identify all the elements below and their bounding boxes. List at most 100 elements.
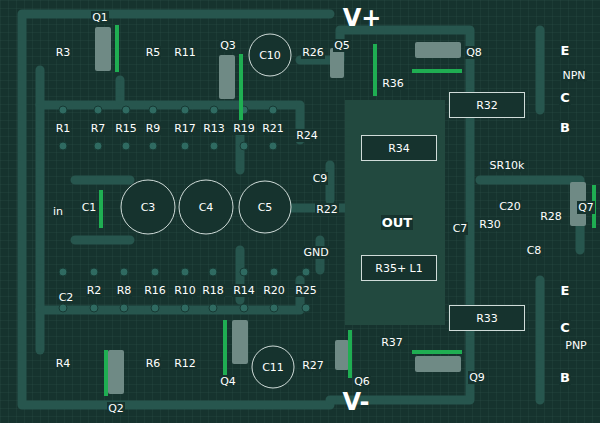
- part-name: R35+ L1: [374, 262, 423, 275]
- pcb-label: R14: [232, 284, 256, 297]
- pcb-label: R2: [86, 284, 103, 297]
- part-name: C3: [140, 201, 157, 214]
- transistor-bodies: [95, 27, 586, 394]
- pcb-label: V-: [342, 389, 371, 415]
- pcb-label: R15: [114, 122, 138, 135]
- pcb-label: R20: [262, 284, 286, 297]
- pcb-label: R12: [173, 357, 197, 370]
- pcb-label: R13: [202, 122, 226, 135]
- resistor-rect: [362, 256, 437, 281]
- pcb-label: C8: [526, 244, 543, 257]
- resistor-outline: R33: [449, 305, 525, 331]
- silkscreen-bars: [101, 25, 594, 396]
- trace: [120, 80, 240, 300]
- capacitor-outline: C10: [248, 33, 292, 77]
- trace: [22, 14, 330, 405]
- pcb-label: C2: [58, 291, 75, 304]
- pcb-label: R19: [232, 122, 256, 135]
- pcb-label: R11: [173, 46, 197, 59]
- capacitor-circle: [249, 34, 291, 76]
- pcb-label: in: [52, 205, 64, 218]
- pcb-label: Q7: [577, 201, 595, 214]
- pcb-label: C: [559, 90, 571, 105]
- pcb-label: Q8: [465, 46, 483, 59]
- pcb-label: R25: [294, 284, 318, 297]
- resistor-rect: [450, 306, 525, 331]
- pcb-label: Q2: [107, 402, 125, 415]
- traces: [22, 14, 580, 405]
- pcb-label: B: [559, 120, 571, 135]
- pcb-label: GND: [302, 246, 329, 259]
- capacitor-circle: [179, 180, 233, 234]
- capacitor-circle: [239, 181, 291, 233]
- trace: [480, 180, 580, 250]
- pcb-label: R24: [295, 129, 319, 142]
- resistor-outline: R32: [449, 92, 525, 118]
- capacitor-outline: C3: [120, 179, 176, 235]
- pcb-label: R4: [55, 357, 72, 370]
- resistor-rect: [362, 136, 437, 161]
- pcb-label: PNP: [564, 339, 588, 352]
- pcb-label: E: [560, 43, 571, 58]
- pcb-label: E: [560, 283, 571, 298]
- pcb-label: R16: [143, 284, 167, 297]
- part-name: R34: [387, 142, 411, 155]
- part-name: R33: [475, 312, 499, 325]
- pcb-label: SR10k: [489, 159, 526, 172]
- pcb-label: R26: [301, 46, 325, 59]
- pcb-label: R22: [315, 203, 339, 216]
- pcb-label: NPN: [561, 69, 586, 82]
- pcb-label: C1: [81, 201, 98, 214]
- part-name: R32: [475, 99, 499, 112]
- pcb-label: Q5: [333, 39, 351, 52]
- trace: [36, 70, 45, 350]
- capacitor-circle: [121, 180, 175, 234]
- capacitor-outline: C11: [251, 345, 295, 389]
- part-name: C10: [258, 49, 282, 62]
- pcb-label: Q6: [353, 375, 371, 388]
- pcb-label: Q4: [219, 375, 237, 388]
- pcb-label: C7: [452, 222, 469, 235]
- pcb-label: R9: [145, 122, 162, 135]
- pcb-label: R8: [116, 284, 133, 297]
- pcb-label: R1: [55, 122, 72, 135]
- trace: [40, 105, 300, 140]
- resistor-outline: R35+ L1: [361, 255, 437, 281]
- pcb-label: R18: [201, 284, 225, 297]
- pcb-label: R3: [55, 46, 72, 59]
- pcb-label: R27: [301, 359, 325, 372]
- part-name: C11: [261, 361, 285, 374]
- pcb-label: Q3: [219, 39, 237, 52]
- pcb-label: R36: [381, 77, 405, 90]
- trace: [40, 280, 300, 310]
- part-name: C4: [198, 201, 215, 214]
- pcb-label: R10: [173, 284, 197, 297]
- resistor-outline: R34: [361, 135, 437, 161]
- pcb-label: R37: [380, 336, 404, 349]
- pcb-label: R6: [145, 357, 162, 370]
- pcb-label: C: [559, 320, 571, 335]
- pcb-label: OUT: [381, 215, 413, 230]
- copper-pour: [345, 100, 445, 325]
- pcb-label: C9: [312, 172, 329, 185]
- capacitor-outline: C5: [238, 180, 292, 234]
- pcb-label: R30: [478, 218, 502, 231]
- capacitor-outline: C4: [178, 179, 234, 235]
- part-name: C5: [257, 201, 274, 214]
- resistor-rect: [450, 93, 525, 118]
- capacitor-circle: [252, 346, 294, 388]
- pcb-label: C20: [498, 200, 522, 213]
- trace: [300, 30, 470, 400]
- pcb-label: R5: [145, 46, 162, 59]
- pads: [59, 106, 310, 312]
- pcb-label: R7: [90, 122, 107, 135]
- pcb-label: V+: [342, 5, 383, 31]
- pcb-label: Q1: [91, 11, 109, 24]
- pcb-label: R28: [539, 210, 563, 223]
- pcb-label: R17: [173, 122, 197, 135]
- pcb-label: R21: [261, 122, 285, 135]
- pcb-label: B: [559, 370, 571, 385]
- pcb-label: Q9: [468, 371, 486, 384]
